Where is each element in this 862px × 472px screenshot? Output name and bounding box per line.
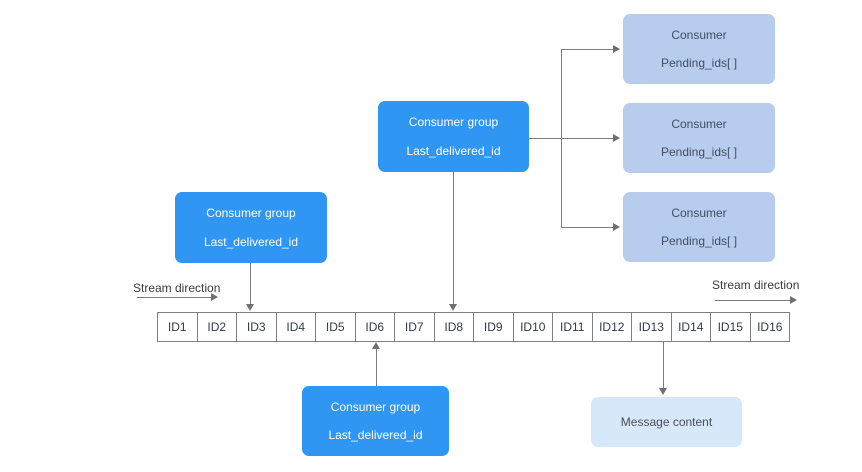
stream-cell: ID3 xyxy=(236,313,276,341)
message-content-box: Message content xyxy=(591,397,742,447)
stream-cell: ID16 xyxy=(749,313,790,341)
consumer-title: Consumer xyxy=(671,28,727,42)
last-delivered-id-label: Last_delivered_id xyxy=(328,428,423,442)
consumer-group-box-middle: Consumer group Last_delivered_id xyxy=(378,101,529,172)
arrow-down-icon xyxy=(246,304,254,311)
stream-direction-line-right xyxy=(715,300,790,301)
arrow-up-icon xyxy=(372,342,380,349)
last-delivered-id-label: Last_delivered_id xyxy=(203,234,299,249)
stream-cell: ID1 xyxy=(167,320,187,334)
connector-group-to-consumers xyxy=(529,138,613,139)
last-delivered-id-label: Last_delivered_id xyxy=(406,143,501,158)
stream-cell: ID12 xyxy=(591,313,632,341)
stream-direction-label-left: Stream direction xyxy=(133,281,221,295)
pending-ids-label: Pending_ids[ ] xyxy=(660,234,738,248)
consumer-group-title: Consumer group xyxy=(330,400,421,414)
arrow-right-icon xyxy=(613,45,620,53)
consumer-title: Consumer xyxy=(671,117,727,131)
connector-middle-group-to-id8 xyxy=(453,172,454,304)
consumer-group-box-bottom: Consumer group Last_delivered_id xyxy=(302,386,449,456)
message-content-label: Message content xyxy=(620,415,713,429)
arrow-down-icon xyxy=(659,388,667,395)
stream-cell: ID13 xyxy=(631,313,671,341)
consumer-box-1: Consumer Pending_ids[ ] xyxy=(623,14,775,84)
arrow-right-icon xyxy=(613,223,620,231)
connector-to-consumer-3 xyxy=(561,227,613,228)
stream-cell: ID6 xyxy=(354,313,395,341)
stream-cell: ID7 xyxy=(394,313,434,341)
arrow-down-icon xyxy=(449,304,457,311)
arrow-right-icon xyxy=(211,293,218,301)
stream-cell: ID8 xyxy=(433,313,474,341)
consumer-group-title: Consumer group xyxy=(408,115,499,130)
consumer-box-3: Consumer Pending_ids[ ] xyxy=(623,192,775,262)
stream-cell: ID10 xyxy=(512,313,553,341)
stream-cell: ID2 xyxy=(196,313,237,341)
consumer-group-box-left: Consumer group Last_delivered_id xyxy=(175,192,327,263)
consumer-title: Consumer xyxy=(671,206,727,220)
connector-to-consumer-1 xyxy=(561,49,613,50)
arrow-right-icon xyxy=(790,296,797,304)
consumer-group-title: Consumer group xyxy=(206,206,296,221)
connector-branch-trunk xyxy=(561,49,562,228)
connector-bottom-group-to-id6 xyxy=(376,349,377,386)
stream-direction-line-left xyxy=(137,297,211,298)
stream-cell: ID9 xyxy=(473,313,513,341)
connector-id13-to-message xyxy=(663,342,664,388)
stream-direction-label-right: Stream direction xyxy=(712,278,800,292)
stream-cell: ID14 xyxy=(670,313,711,341)
pending-ids-label: Pending_ids[ ] xyxy=(660,145,738,159)
consumer-box-2: Consumer Pending_ids[ ] xyxy=(623,103,775,173)
stream-row: ID1 ID2 ID3 ID4 ID5 ID6 ID7 ID8 ID9 ID10… xyxy=(157,312,790,342)
pending-ids-label: Pending_ids[ ] xyxy=(660,56,738,70)
stream-cell: ID5 xyxy=(315,313,355,341)
stream-cell: ID15 xyxy=(710,313,750,341)
stream-cell: ID11 xyxy=(552,313,592,341)
arrow-right-icon xyxy=(613,134,620,142)
stream-cell: ID4 xyxy=(275,313,316,341)
connector-left-group-to-id3 xyxy=(250,263,251,304)
